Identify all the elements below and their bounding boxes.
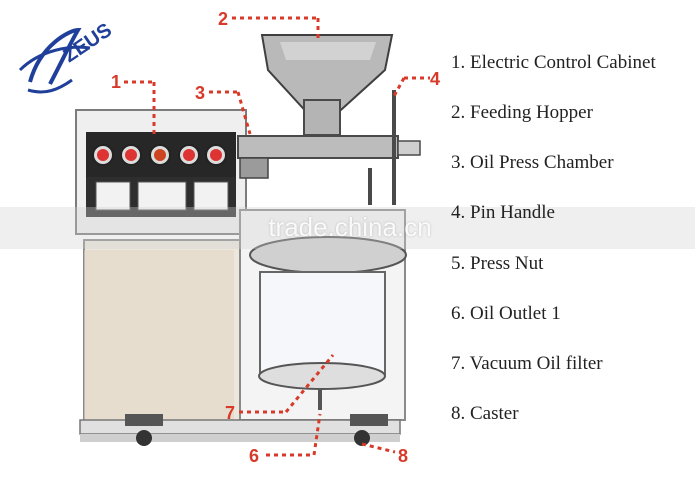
press-chamber [237, 90, 421, 205]
callout-number-8: 8 [398, 446, 408, 466]
callout-6: 6 [249, 413, 322, 466]
legend-item-electric-control-cabinet: 1. Electric Control Cabinet [451, 52, 656, 73]
callout-8: 8 [361, 442, 408, 466]
callout-1: 1 [111, 72, 156, 138]
callout-2: 2 [218, 9, 320, 42]
brand-logo: ZEUS [18, 19, 116, 94]
feeding-hopper [260, 34, 394, 136]
legend-item-feeding-hopper: 2. Feeding Hopper [451, 102, 593, 123]
callout-number-7: 7 [225, 403, 235, 423]
control-cabinet [86, 132, 236, 217]
legend-item-oil-press-chamber: 3. Oil Press Chamber [451, 152, 614, 173]
callout-number-2: 2 [218, 9, 228, 29]
legend-item-vacuum-oil-filter: 7. Vacuum Oil filter [451, 353, 603, 374]
legend-item-pin-handle: 4. Pin Handle [451, 202, 555, 223]
callout-number-6: 6 [249, 446, 259, 466]
casters [125, 414, 388, 446]
legend-item-oil-outlet-1: 6. Oil Outlet 1 [451, 303, 561, 324]
callout-number-1: 1 [111, 72, 121, 92]
callout-4: 4 [391, 69, 440, 99]
callout-number-3: 3 [195, 83, 205, 103]
callout-7: 7 [225, 354, 335, 423]
vacuum-oil-filter [249, 236, 407, 410]
legend-item-press-nut: 5. Press Nut [451, 253, 544, 274]
legend-item-caster: 8. Caster [451, 403, 519, 424]
callout-3: 3 [195, 83, 252, 135]
callout-number-4: 4 [430, 69, 440, 89]
svg-text:ZEUS: ZEUS [59, 19, 116, 67]
